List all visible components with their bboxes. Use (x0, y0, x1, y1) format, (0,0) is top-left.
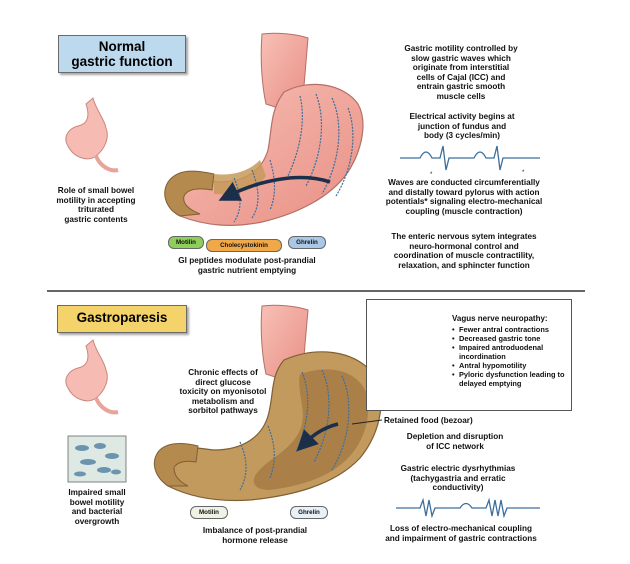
text-line: hormone release (222, 535, 288, 545)
small-bowel-role-description: Role of small bowel motility in acceptin… (46, 186, 146, 224)
normal-stomach-illustration (164, 32, 364, 226)
vagus-neuropathy-list: Vagus nerve neuropathy: Fewer antral con… (452, 314, 572, 388)
text-line: gastric contents (64, 214, 128, 224)
vagus-list-item: Decreased gastric tone (452, 334, 572, 343)
hormone-imbalance-caption: Imbalance of post-prandial hormone relea… (180, 526, 330, 545)
text-line: junction of fundus and (417, 121, 507, 131)
vagus-list-item: Impaired antroduodenal incordination (452, 343, 572, 361)
text-line: coordination of muscle contractility, (393, 251, 535, 261)
text-line: of ICC network (426, 441, 484, 451)
impaired-small-bowel-description: Impaired small bowel motility and bacter… (54, 488, 140, 526)
text-line: entrain gastric smooth (416, 82, 506, 92)
ghrelin-pill-normal: Ghrelin (288, 236, 326, 249)
text-line: Impaired small (68, 488, 126, 497)
bacterial-overgrowth-image (67, 435, 127, 483)
text-line: motility in accepting (56, 195, 136, 205)
vagus-list-item: Pyloric dysfunction leading to delayed e… (452, 370, 572, 388)
motility-description: Gastric motility controlled by slow gast… (376, 44, 546, 102)
text-line: slow gastric waves which (411, 53, 511, 63)
text-line: Electrical activity begins at (409, 112, 515, 121)
bezoar-pointer (351, 419, 383, 425)
retained-food-label: Retained food (bezoar) (384, 416, 473, 425)
text-line: coupling (muscle contraction) (405, 206, 523, 216)
normal-section-title: Normal gastric function (58, 35, 186, 73)
text-line: neuro-hormonal control and (409, 241, 519, 251)
text-line: sorbitol pathways (188, 406, 258, 416)
text-line: direct glucose (195, 377, 251, 387)
gastroparesis-stomach-illustration (153, 304, 383, 502)
text-line: Depletion and disruption (406, 432, 504, 441)
text-line: toxicity on myonisotol (179, 387, 267, 397)
text-line: The enteric nervous sytem integrates (391, 232, 537, 241)
normal-electrical-waveform: * * (400, 145, 540, 178)
text-line: (tachygastria and erratic (410, 473, 506, 483)
text-line: and bacterial (71, 507, 123, 517)
text-line: bowel motility (69, 497, 125, 507)
text-line: Chronic effects of (188, 368, 258, 377)
text-line: gastric nutrient emptying (197, 265, 297, 275)
svg-text:*: * (430, 172, 433, 178)
text-line: muscle cells (436, 91, 486, 101)
text-line: Gastric electric dysrhythmias (400, 464, 516, 473)
text-line: body (3 cycles/min) (424, 131, 500, 141)
text-line: Role of small bowel (57, 186, 135, 195)
gastroparesis-dysrhythmia-waveform (396, 497, 540, 519)
icc-depletion-description: Depletion and disruption of ICC network (380, 432, 530, 451)
gi-peptides-caption: GI peptides modulate post-prandial gastr… (162, 256, 332, 275)
wave-conduction-description: Waves are conducted circumferentially an… (366, 178, 562, 216)
text-line: Loss of electro-mechanical coupling (390, 524, 532, 533)
text-line: GI peptides modulate post-prandial (178, 256, 316, 265)
motilin-pill-gastroparesis: Motilin (190, 506, 228, 519)
text-line: and impairment of gastric contractions (385, 533, 537, 543)
gastroparesis-section-title: Gastroparesis (57, 305, 187, 333)
small-stomach-icon-normal (65, 97, 119, 173)
cholecystokinin-pill: Cholecystokinin (206, 239, 282, 252)
text-line: relaxation, and sphincter function (398, 260, 530, 270)
ghrelin-pill-gastroparesis: Ghrelin (290, 506, 328, 519)
text-line: overgrowth (74, 516, 120, 526)
dysrhythmia-description: Gastric electric dysrhythmias (tachygast… (378, 464, 538, 493)
text-line: triturated (78, 205, 114, 215)
text-line: Imbalance of post-prandial (202, 526, 308, 535)
text-line: Gastric motility controlled by (404, 44, 518, 53)
text-line: Waves are conducted circumferentially (388, 178, 540, 187)
text-line: originate from interstitial (412, 63, 510, 73)
svg-text:*: * (522, 170, 525, 176)
electrical-activity-description: Electrical activity begins at junction o… (380, 112, 544, 141)
small-stomach-icon-gastroparesis (65, 339, 119, 415)
motilin-pill-normal: Motilin (168, 236, 204, 249)
enteric-nervous-system-description: The enteric nervous sytem integrates neu… (366, 232, 562, 270)
text-line: potentials* signaling electro-mechanical (385, 197, 543, 207)
text-line: metabolism and (191, 396, 255, 406)
vagus-list-heading: Vagus nerve neuropathy: (452, 314, 548, 323)
chronic-effects-description: Chronic effects of direct glucose toxici… (178, 368, 268, 416)
coupling-loss-description: Loss of electro-mechanical coupling and … (368, 524, 554, 543)
vagus-list-item: Antral hypomotility (452, 361, 572, 370)
text-line: conductivity) (432, 483, 484, 493)
normal-title-line-2: gastric function (71, 54, 173, 69)
vagus-list-item: Fewer antral contractions (452, 325, 572, 334)
text-line: cells of Cajal (ICC) and (416, 72, 506, 82)
text-line: and distally toward pylorus with action (388, 187, 540, 197)
normal-title-line-1: Normal (98, 39, 146, 54)
